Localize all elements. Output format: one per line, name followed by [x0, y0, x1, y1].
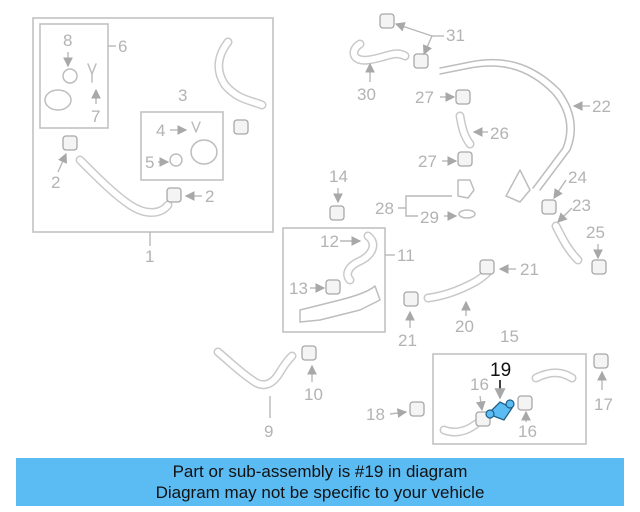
assembly-group-15: 15 19 16 16 17 18	[366, 327, 613, 445]
clamp-icon	[413, 53, 429, 69]
callout-14: 14	[329, 167, 348, 186]
callout-26: 26	[490, 124, 509, 143]
callout-11: 11	[397, 246, 415, 265]
callout-17: 17	[594, 395, 613, 414]
assembly-group-9: 10 9	[213, 345, 323, 441]
seal-icon	[169, 153, 183, 167]
banner-line-2: Diagram may not be specific to your vehi…	[155, 483, 485, 502]
callout-16a: 16	[470, 375, 489, 394]
pipe-icon	[299, 285, 381, 323]
clamp-icon	[166, 187, 182, 203]
bracket-icon	[505, 169, 531, 203]
clamp-icon	[379, 13, 395, 29]
assembly-group-20: 21 20 21	[398, 259, 539, 350]
callout-13: 13	[289, 279, 308, 298]
callout-30: 30	[357, 85, 376, 104]
callout-2a: 2	[51, 173, 60, 192]
clamp-icon	[593, 353, 609, 369]
callout-27a: 27	[415, 88, 434, 107]
housing-icon	[190, 139, 218, 165]
callout-22: 22	[592, 97, 611, 116]
callout-15: 15	[500, 327, 519, 346]
assembly-group-1: 8 6 7 3 4 5 2 2 1	[32, 17, 274, 266]
clamp-icon	[517, 395, 533, 411]
callout-4: 4	[156, 121, 165, 140]
clamp-icon	[541, 199, 557, 215]
callout-6: 6	[118, 37, 127, 56]
callout-16b: 16	[518, 422, 537, 441]
callout-9: 9	[264, 422, 273, 441]
callout-8: 8	[63, 31, 72, 50]
callout-12: 12	[320, 232, 339, 251]
callout-21b: 21	[398, 331, 417, 350]
o-ring-icon	[62, 68, 78, 84]
callout-20: 20	[455, 317, 474, 336]
assembly-group-upper-right: 31 30 22 27 26 27 28 29 24 23 25	[349, 13, 611, 275]
callout-21a: 21	[520, 260, 539, 279]
clamp-icon	[455, 89, 471, 105]
clip-icon	[191, 121, 201, 133]
callout-3: 3	[178, 86, 187, 105]
clamp-icon	[62, 135, 78, 151]
callout-18: 18	[366, 405, 385, 424]
callout-5: 5	[145, 153, 154, 172]
callout-27b: 27	[418, 152, 437, 171]
thermostat-housing-icon	[44, 89, 72, 111]
o-ring-icon	[458, 209, 476, 219]
callout-1: 1	[145, 247, 154, 266]
clamp-icon	[409, 401, 425, 417]
callout-29: 29	[420, 208, 439, 227]
fitting-icon	[457, 179, 475, 199]
callout-31: 31	[446, 26, 465, 45]
parts-diagram: 8 6 7 3 4 5 2 2 1	[32, 13, 613, 445]
callout-10: 10	[304, 385, 323, 404]
callout-25: 25	[586, 223, 605, 242]
callout-23: 23	[572, 196, 591, 215]
callout-28: 28	[375, 199, 394, 218]
callout-7: 7	[91, 107, 100, 126]
clamp-icon	[301, 345, 317, 361]
banner-line-1: Part or sub-assembly is #19 in diagram	[172, 462, 468, 481]
callout-24: 24	[568, 168, 587, 187]
clamp-icon	[325, 279, 341, 295]
highlighted-part-19-icon[interactable]	[485, 399, 515, 421]
assembly-group-11: 14 12 13 11	[282, 167, 415, 333]
info-banner: Part or sub-assembly is #19 in diagram D…	[16, 458, 624, 506]
callout-19: 19	[490, 360, 511, 381]
clamp-icon	[403, 291, 419, 307]
clamp-icon	[591, 259, 607, 275]
callout-2b: 2	[205, 187, 214, 206]
clamp-icon	[457, 151, 473, 167]
clamp-icon	[329, 205, 345, 221]
clamp-icon	[479, 259, 495, 275]
clamp-icon	[233, 119, 249, 135]
clip-icon	[87, 63, 97, 83]
